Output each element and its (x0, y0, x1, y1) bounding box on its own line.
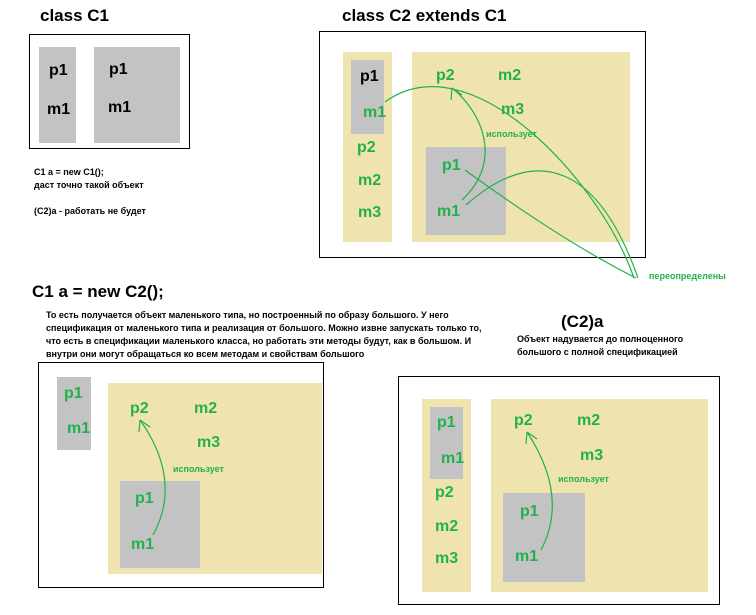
cast-right-p1: p1 (520, 503, 539, 520)
c2-left-m3: m3 (358, 204, 382, 221)
c2-left-p2: p2 (357, 139, 376, 156)
c1-big-box (94, 47, 180, 143)
cast-right-m1: m1 (515, 548, 539, 565)
assign-right-m2: m2 (194, 400, 218, 417)
cast-right-m3: m3 (580, 447, 604, 464)
cast-heading: (C2)a (561, 312, 604, 331)
cast-uses-label: использует (558, 474, 609, 484)
cast-description: Объект надувается до полноценного большо… (517, 334, 684, 357)
cast-left-m1: m1 (441, 450, 465, 467)
c1-note-line3: (C2)a - работать не будет (34, 206, 146, 216)
cast-left-p1: p1 (437, 414, 456, 431)
assign-right-m3: m3 (197, 434, 221, 451)
c2-uses-label: использует (486, 129, 537, 139)
assign-description: То есть получается объект маленького тип… (46, 310, 482, 359)
overridden-label: переопределены (649, 271, 726, 281)
c2-right-gray (426, 147, 506, 235)
c1-frame: p1 m1 p1 m1 (29, 34, 190, 149)
c2-frame: p1 m1 p2 m2 m3 p2 m2 m3 использует p1 m1 (319, 31, 646, 258)
cast-right-gray (503, 493, 585, 582)
assign-left-m1: m1 (67, 420, 91, 437)
c1-big-m1: m1 (108, 99, 132, 116)
c2-left-m1: m1 (363, 104, 387, 121)
c2-left-p1: p1 (360, 68, 379, 85)
cast-left-p2: p2 (435, 484, 454, 501)
assign-right-p1: p1 (135, 490, 154, 507)
assign-right-m1: m1 (131, 536, 155, 553)
assign-right-gray (120, 481, 200, 568)
c2-left-gray (351, 60, 384, 134)
assign-uses-label: использует (173, 464, 224, 474)
c2-right-m1: m1 (437, 203, 461, 220)
c1-title: class C1 (40, 6, 109, 25)
cast-left-m2: m2 (435, 518, 459, 535)
assign-heading: C1 a = new C2(); (32, 282, 164, 301)
c2-title: class C2 extends C1 (342, 6, 507, 25)
cast-right-m2: m2 (577, 412, 601, 429)
c1-small-m1: m1 (47, 101, 71, 118)
c1-small-box (39, 47, 76, 143)
c2-right-p2: p2 (436, 67, 455, 84)
c1-small-p1: p1 (49, 62, 68, 79)
cast-frame: p1 m1 p2 m2 m3 p2 m2 m3 использует p1 m1 (398, 376, 720, 605)
assign-left-p1: p1 (64, 385, 83, 402)
cast-right-p2: p2 (514, 412, 533, 429)
cast-left-gray (430, 407, 463, 479)
c2-right-m2: m2 (498, 67, 522, 84)
cast-left-m3: m3 (435, 550, 459, 567)
c1-big-p1: p1 (109, 61, 128, 78)
c2-left-m2: m2 (358, 172, 382, 189)
assign-left-gray (57, 377, 91, 450)
assign-right-p2: p2 (130, 400, 149, 417)
assign-frame: p1 m1 p2 m2 m3 использует p1 m1 (38, 362, 324, 588)
c1-note-line1: C1 a = new C1(); (34, 167, 104, 177)
c2-right-p1: p1 (442, 157, 461, 174)
c2-right-m3: m3 (501, 101, 525, 118)
c1-note-line2: даст точно такой объект (34, 180, 144, 190)
